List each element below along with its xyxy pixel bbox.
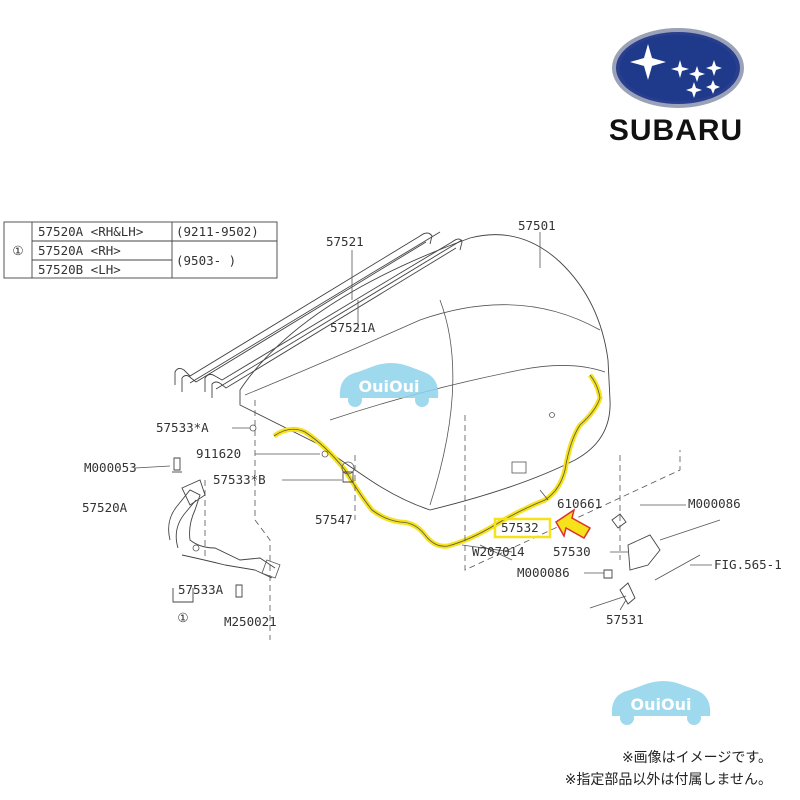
label-57520A: 57520A: [82, 500, 128, 515]
star-icon: [630, 44, 722, 98]
label-57547: 57547: [315, 512, 353, 527]
label-57521A: 57521A: [330, 320, 376, 335]
watermark-car-icon: OuiOui: [339, 363, 439, 407]
subaru-logo: [612, 28, 744, 108]
hinge-assembly: [168, 457, 281, 603]
watermark-text: OuiOui: [359, 377, 420, 396]
torsion-bars: [174, 231, 463, 398]
brand-name: SUBARU: [609, 114, 743, 147]
label-M000086-bottom: M000086: [517, 565, 570, 580]
pointer-arrow-icon: [555, 508, 592, 540]
table-ref: ①: [12, 243, 23, 258]
table-row-date: (9503- ): [176, 253, 236, 268]
note-image-disclaimer: ※画像はイメージです。: [622, 750, 772, 766]
label-FIG-565-1: FIG.565-1: [714, 557, 782, 572]
parts-table: ① 57520A <RH&LH> (9211-9502) 57520A <RH>…: [3, 221, 278, 279]
label-M000086-top: M000086: [688, 496, 741, 511]
table-row-date: (9211-9502): [176, 224, 259, 239]
label-911620: 911620: [196, 446, 241, 461]
label-57533A: 57533A: [178, 582, 224, 597]
trunk-lid: [239, 234, 611, 511]
label-610661: 610661: [557, 496, 602, 511]
label-57531: 57531: [606, 612, 644, 627]
table-row-part: 57520A <RH&LH>: [38, 224, 143, 239]
latch-parts: [249, 424, 721, 609]
label-ref-1: ①: [177, 610, 188, 625]
note-parts-disclaimer: ※指定部品以外は付属しません。: [565, 772, 772, 788]
table-row-part: 57520A <RH>: [38, 243, 121, 258]
label-57533-star-b: 57533*B: [213, 472, 266, 487]
highlight-box: [493, 517, 552, 539]
label-57501: 57501: [518, 218, 556, 233]
leader-lines: [134, 232, 712, 611]
table-row-part: 57520B <LH>: [38, 262, 121, 277]
watermark-car-icon: OuiOui: [611, 681, 711, 725]
label-M250021: M250021: [224, 614, 277, 629]
watermark-text: OuiOui: [631, 695, 692, 714]
label-57532: 57532: [501, 520, 539, 535]
label-57521: 57521: [326, 234, 364, 249]
label-M000053: M000053: [84, 460, 137, 475]
label-57530: 57530: [553, 544, 591, 559]
label-W207014: W207014: [472, 544, 525, 559]
label-57533-star-a: 57533*A: [156, 420, 209, 435]
